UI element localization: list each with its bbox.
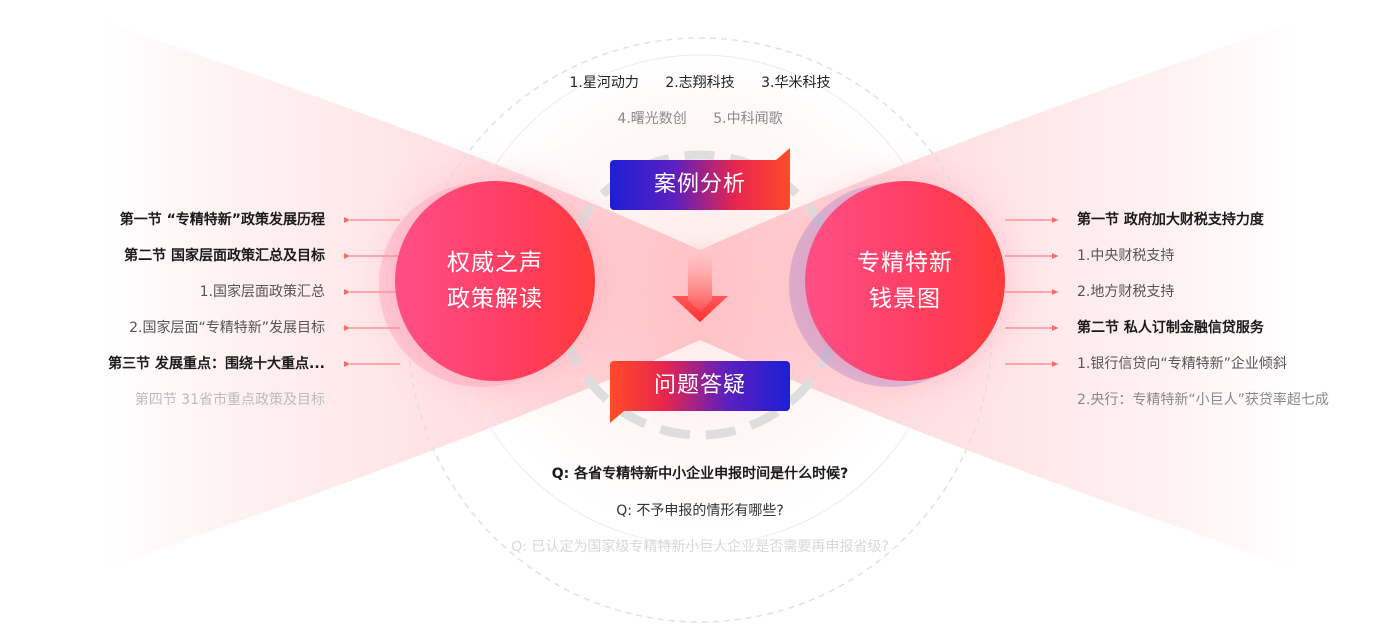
qa-question: Q: 已认定为国家级专精特新小巨人企业是否需要再申报省级? xyxy=(511,539,889,555)
case-list-row-1: 1.星河动力 2.志翔科技 3.华米科技 xyxy=(0,72,1400,92)
money-prospect-circle: 专精特新 钱景图 xyxy=(805,181,1005,381)
case-item: 3.华米科技 xyxy=(761,75,831,91)
case-item: 1.星河动力 xyxy=(569,75,639,91)
right-list-item: 2.央行：专精特新“小巨人”获贷率超七成 xyxy=(1077,392,1329,408)
left-list-item: 1.国家层面政策汇总 xyxy=(199,284,325,300)
right-list-item: 1.中央财税支持 xyxy=(1077,248,1175,264)
right-list-item: 第一节 政府加大财税支持力度 xyxy=(1077,212,1264,228)
right-list-item: 第二节 私人订制金融信贷服务 xyxy=(1077,320,1264,336)
qa-question: Q: 不予申报的情形有哪些? xyxy=(616,503,784,519)
circle-title-line: 钱景图 xyxy=(869,286,941,312)
circle-title-line: 政策解读 xyxy=(447,286,543,312)
qa-banner: 问题答疑 xyxy=(610,361,790,423)
case-list-row-2: 4.曙光数创 5.中科闻歌 xyxy=(0,108,1400,128)
qa-question: Q: 各省专精特新中小企业申报时间是什么时候? xyxy=(551,466,849,482)
left-list-item: 第三节 发展重点：围绕十大重点... xyxy=(108,356,325,372)
left-list-item: 第一节 “专精特新”政策发展历程 xyxy=(119,212,325,228)
left-list-item: 2.国家层面“专精特新”发展目标 xyxy=(129,320,325,336)
right-list-item: 2.地方财税支持 xyxy=(1077,284,1175,300)
right-list-item: 1.银行信贷向“专精特新”企业倾斜 xyxy=(1077,356,1287,372)
center-down-arrow-tip xyxy=(672,296,728,322)
circle-title-line: 权威之声 xyxy=(447,250,543,276)
circle-title-line: 专精特新 xyxy=(857,250,953,276)
case-item: 4.曙光数创 xyxy=(617,111,687,127)
left-list-item: 第二节 国家层面政策汇总及目标 xyxy=(124,248,325,264)
left-list-item: 第四节 31省市重点政策及目标 xyxy=(134,392,325,408)
case-analysis-banner: 案例分析 xyxy=(610,148,790,210)
case-item: 2.志翔科技 xyxy=(665,75,735,91)
case-item: 5.中科闻歌 xyxy=(713,111,783,127)
policy-interpretation-circle: 权威之声 政策解读 xyxy=(395,181,595,381)
